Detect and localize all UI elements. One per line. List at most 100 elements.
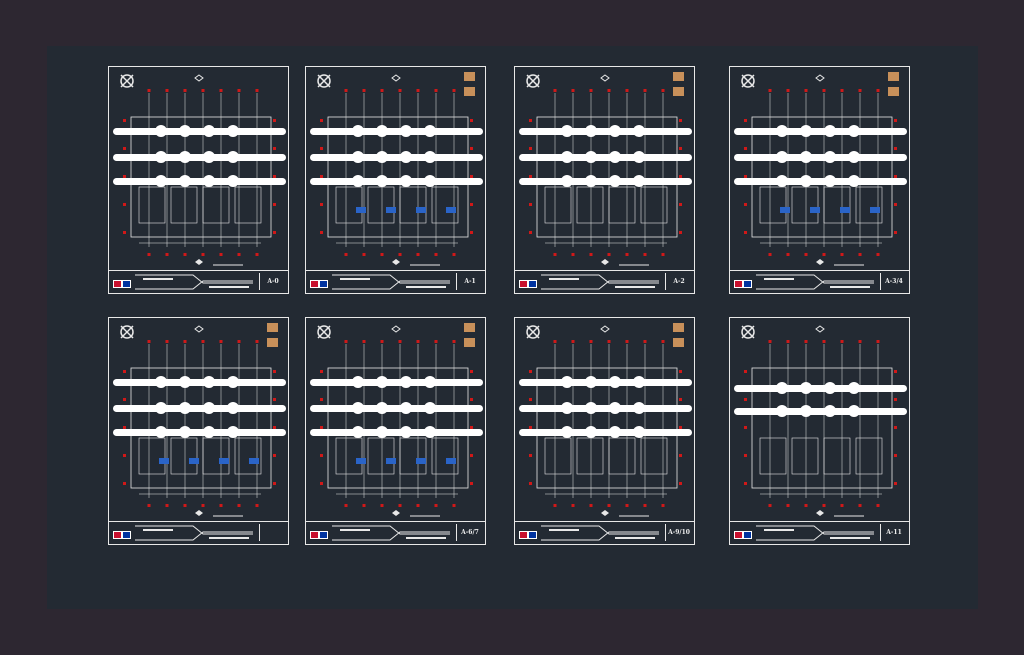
grid-bubble [633, 402, 645, 414]
room-outline [855, 186, 883, 224]
axis-marker [237, 340, 241, 343]
title-stroke [756, 531, 874, 541]
axis-marker [894, 454, 897, 457]
legend-block [464, 338, 475, 347]
north-arrow-icon [120, 74, 134, 88]
axis-marker [255, 89, 259, 92]
axis-marker [744, 454, 747, 457]
axis-marker [273, 203, 276, 206]
room-outline [234, 437, 262, 475]
grid-bubble [585, 376, 597, 388]
grid-bubble [179, 402, 191, 414]
axis-marker [434, 253, 438, 256]
axis-marker [416, 89, 420, 92]
axis-marker [643, 89, 647, 92]
grid-bubble [227, 376, 239, 388]
grid-bubble [633, 125, 645, 137]
plan-outline [751, 367, 893, 489]
grid-bubble [776, 151, 788, 163]
axis-marker [380, 89, 384, 92]
axis-marker [273, 482, 276, 485]
title-block: A-11 [730, 521, 909, 544]
flag-icon [519, 531, 537, 539]
title-stroke [756, 280, 874, 290]
title-block-lines [541, 274, 659, 290]
grid-bubble [561, 376, 573, 388]
grid-bubble [203, 402, 215, 414]
flag-icon [734, 531, 752, 539]
axis-marker [165, 504, 169, 507]
grid-bubble [155, 175, 167, 187]
axis-marker [529, 175, 532, 178]
grid-bubble [776, 175, 788, 187]
axis-marker [344, 504, 348, 507]
axis-marker [219, 340, 223, 343]
furniture-icon [780, 207, 790, 213]
title-stroke [135, 531, 253, 541]
axis-marker [344, 253, 348, 256]
furniture-icon [446, 207, 456, 213]
plan-outline [751, 116, 893, 238]
axis-marker [434, 504, 438, 507]
grid-axis-band [113, 379, 286, 386]
axis-marker [398, 504, 402, 507]
title-stroke [756, 274, 874, 284]
axis-marker [320, 454, 323, 457]
axis-marker [894, 398, 897, 401]
flag-icon [113, 280, 131, 288]
axis-marker [894, 426, 897, 429]
grid-bubble [227, 175, 239, 187]
axis-marker [643, 253, 647, 256]
axis-marker [452, 504, 456, 507]
axis-marker [273, 426, 276, 429]
north-arrow-icon [741, 74, 755, 88]
grid-bubble [424, 376, 436, 388]
axis-marker [416, 504, 420, 507]
room-outline [855, 437, 883, 475]
axis-marker [822, 340, 826, 343]
north-arrow-icon [741, 74, 755, 88]
furniture-icon [249, 458, 259, 464]
grid-bubble [561, 151, 573, 163]
axis-marker [589, 340, 593, 343]
axis-marker [147, 253, 151, 256]
axis-marker [123, 119, 126, 122]
section-marker-icon [815, 325, 825, 333]
axis-marker [398, 89, 402, 92]
room-outline [431, 186, 459, 224]
north-arrow-icon [526, 74, 540, 88]
axis-marker [529, 398, 532, 401]
axis-marker [183, 504, 187, 507]
grid-bubble [400, 125, 412, 137]
axis-marker [744, 231, 747, 234]
grid-bubble [179, 151, 191, 163]
grid-bubble [633, 151, 645, 163]
grid-axis-band [519, 405, 692, 412]
axis-marker [876, 340, 880, 343]
axis-marker [273, 119, 276, 122]
grid-bubble [585, 151, 597, 163]
grid-bubble [585, 426, 597, 438]
axis-marker [147, 89, 151, 92]
axis-marker [858, 340, 862, 343]
grid-bubble [800, 405, 812, 417]
axis-marker [219, 504, 223, 507]
title-stroke [332, 525, 450, 535]
grid-bubble [352, 125, 364, 137]
grid-axis-band [310, 178, 483, 185]
axis-marker [320, 426, 323, 429]
grid-bubble [400, 402, 412, 414]
plan-drawing [113, 323, 286, 517]
plan-outline [130, 116, 272, 238]
axis-marker [607, 253, 611, 256]
room-outline [234, 186, 262, 224]
axis-marker [679, 482, 682, 485]
grid-axis-band [519, 128, 692, 135]
flag-icon [734, 280, 752, 288]
axis-marker [529, 482, 532, 485]
grid-bubble [155, 151, 167, 163]
north-arrow-icon [120, 74, 134, 88]
axis-marker [589, 253, 593, 256]
furniture-icon [446, 458, 456, 464]
axis-marker [607, 89, 611, 92]
